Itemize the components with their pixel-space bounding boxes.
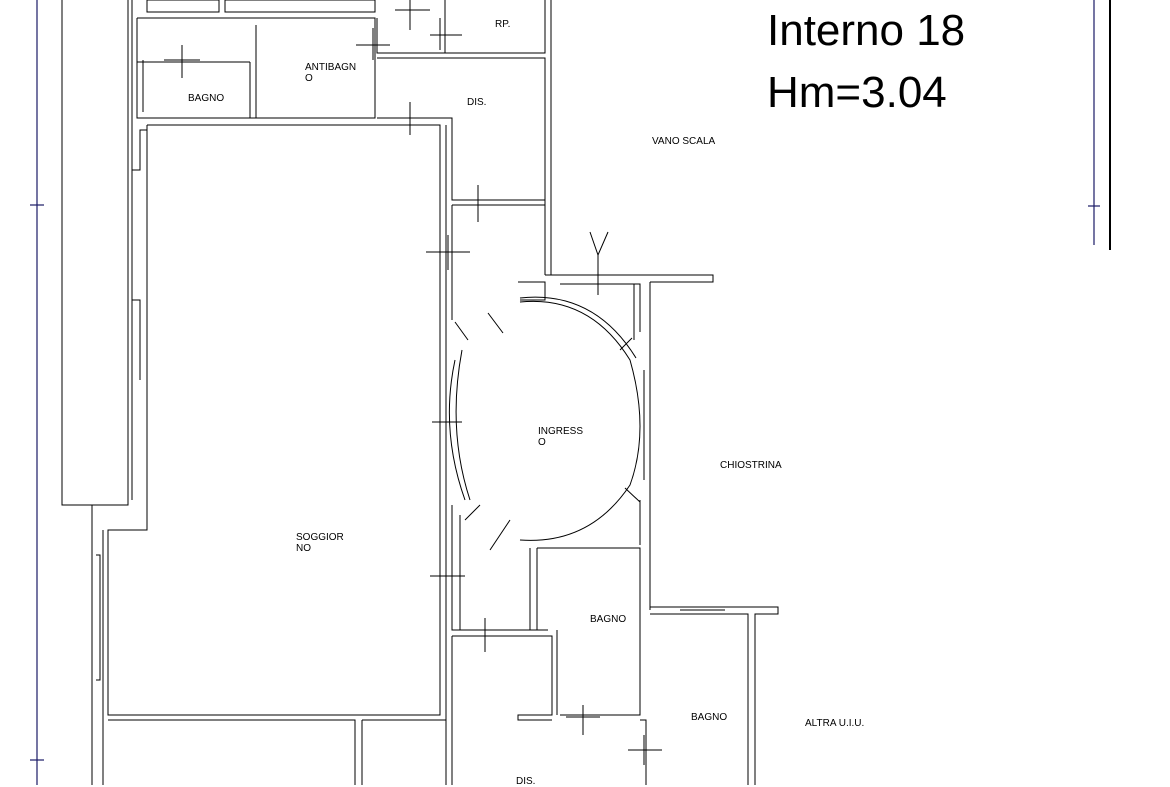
entrance-arrow-icon (589, 231, 609, 275)
room-label-dis-top: DIS. (467, 97, 487, 108)
room-label-dis-bottom: DIS. (516, 776, 536, 787)
room-label-rp: RP. (495, 19, 511, 30)
door-ticks (164, 0, 662, 765)
room-label-bagno-top: BAGNO (188, 93, 225, 104)
unit-title: Interno 18 (767, 6, 966, 55)
room-label-chiostrina: CHIOSTRINA (720, 460, 782, 471)
room-label-bagno-mid: BAGNO (590, 614, 627, 625)
room-label-bagno-right: BAGNO (691, 712, 728, 723)
room-label-antibagno: ANTIBAGN O (305, 62, 357, 84)
room-label-soggiorno: SOGGIOR NO (296, 532, 344, 554)
room-label-vano-scala: VANO SCALA (652, 136, 716, 147)
dimension-lines (30, 0, 1100, 785)
walls (61, 0, 779, 785)
room-label-ingresso: INGRESS O (538, 426, 584, 448)
height-label: Hm=3.04 (767, 68, 947, 117)
room-label-altra-uiu: ALTRA U.I.U. (805, 718, 865, 729)
